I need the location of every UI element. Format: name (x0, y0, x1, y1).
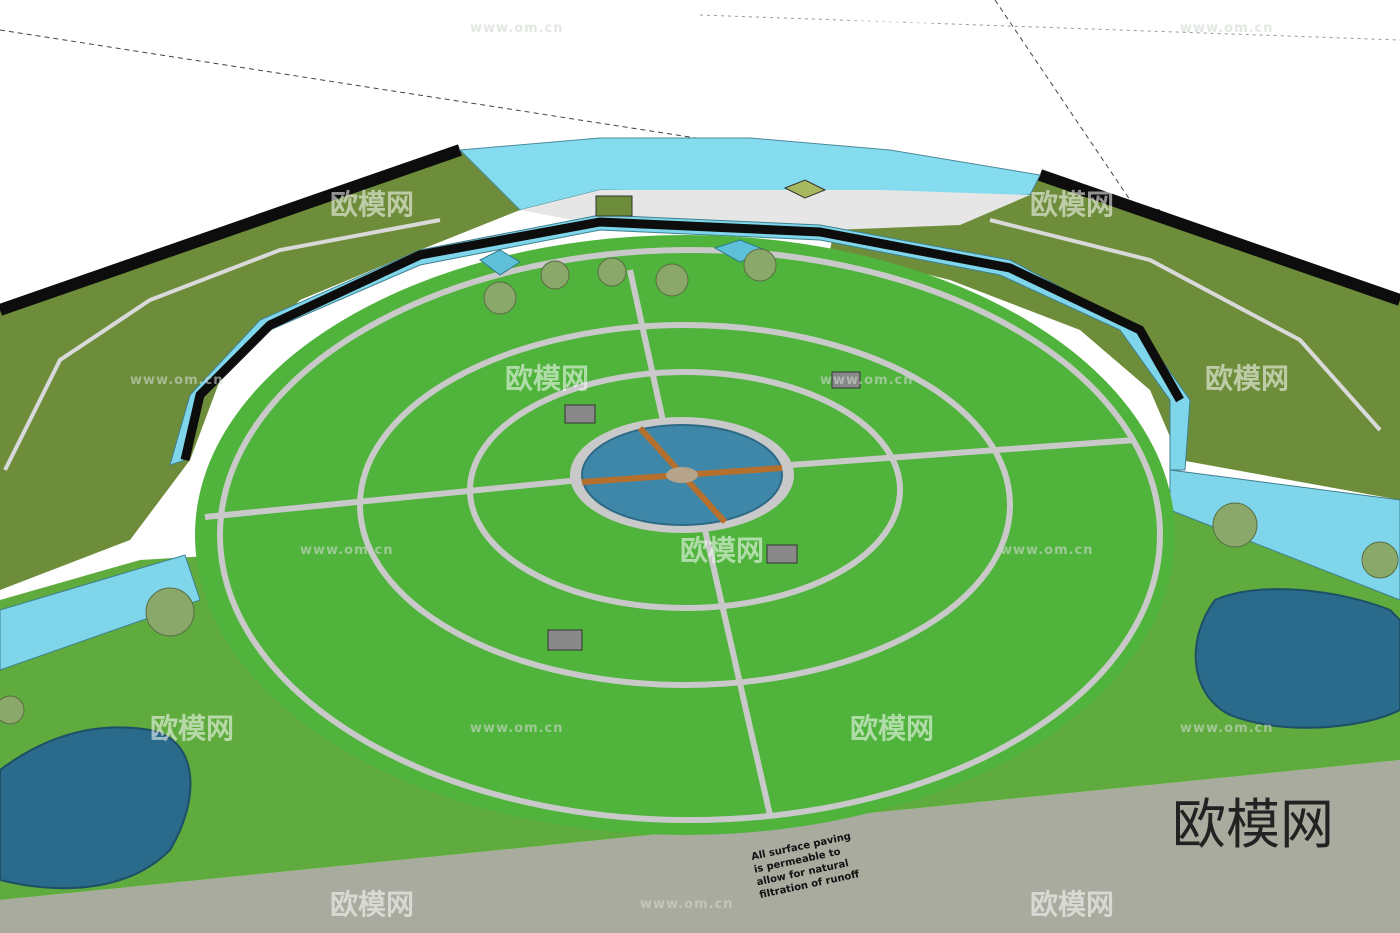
inner-roof-edge (180, 217, 1184, 462)
tree (145, 587, 195, 637)
tree (540, 260, 570, 290)
pavilion-3 (766, 544, 798, 564)
roof-edge-left (0, 144, 462, 316)
tree (1212, 502, 1258, 548)
green-roof-left (0, 150, 520, 590)
tree (597, 257, 627, 287)
watermark-url: www.om.cn (130, 373, 224, 388)
watermark-brand: 欧模网 (330, 888, 414, 921)
tree (655, 263, 689, 297)
path-radial-north (627, 269, 668, 431)
glass-facade-front-left (0, 554, 201, 671)
pool-center-plaza (666, 467, 698, 483)
tree (0, 695, 25, 725)
roof-inner-ring-right (989, 218, 1382, 432)
watermark-brand: 欧模网 (1030, 188, 1114, 221)
path-ring-3 (357, 322, 1013, 688)
watermark-brand: 欧模网 (680, 534, 764, 567)
tree (483, 281, 517, 315)
terrace-pool-3 (783, 179, 827, 199)
pavilion-2 (831, 371, 861, 389)
watermark-url: www.om.cn (1180, 721, 1274, 736)
corner-watermark: 欧模网 (1172, 793, 1334, 856)
pavilion-1 (564, 404, 596, 424)
pond-right (1194, 588, 1400, 729)
watermark-url: www.om.cn (470, 21, 564, 36)
watermark-brand: 欧模网 (150, 712, 234, 745)
watermark-url: www.om.cn (300, 543, 394, 558)
guide-line-1 (0, 29, 1161, 211)
watermark-url: www.om.cn (470, 721, 564, 736)
glass-facade-inner-ring (169, 214, 1191, 471)
tree (743, 248, 777, 282)
pond-left (0, 726, 192, 890)
path-radial-west (204, 477, 581, 520)
trees (0, 248, 1399, 725)
tree (1361, 541, 1399, 579)
watermark-brand: 欧模网 (330, 188, 414, 221)
guide-line-2 (994, 0, 1131, 201)
watermark-brand: 欧模网 (505, 362, 589, 395)
guide-line-3 (699, 14, 1400, 41)
watermark-brand: 欧模网 (850, 12, 934, 45)
terrace-pool-1 (479, 249, 521, 276)
watermark-brand: 欧模网 (150, 12, 234, 45)
path-radial-south (702, 529, 773, 816)
watermark-url: www.om.cn (820, 373, 914, 388)
watermark-brand: 欧模网 (1030, 888, 1114, 921)
path-radial-east (789, 437, 1136, 468)
roof-edge-right (1038, 169, 1400, 306)
watermark-brand: 欧模网 (1205, 362, 1289, 395)
watermark-url: www.om.cn (640, 897, 734, 912)
watermark-url: www.om.cn (1180, 21, 1274, 36)
path-ring-outer (217, 247, 1163, 823)
terrace-planter (595, 195, 633, 217)
watermark-url: www.om.cn (1000, 543, 1094, 558)
pavilion-4 (547, 629, 583, 651)
ground-plane (0, 760, 1400, 933)
watermark-brand: 欧模网 (850, 712, 934, 745)
roof-inner-ring-left (3, 218, 441, 471)
